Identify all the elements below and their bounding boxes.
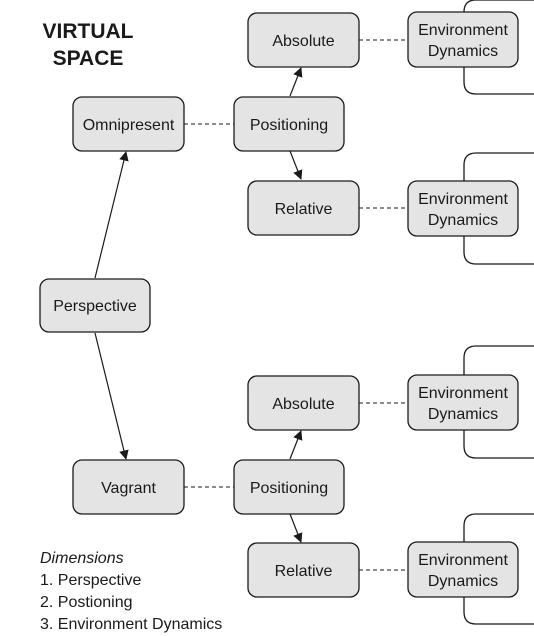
env-dynamics-3-line1: Environment [418, 385, 508, 402]
node-positioning-top-label: Positioning [250, 117, 328, 134]
env-dynamics-3-line2: Dynamics [428, 406, 498, 423]
node-relative-bottom-label: Relative [275, 563, 333, 580]
title-line-1: VIRTUAL [42, 20, 134, 43]
node-absolute-top-label: Absolute [272, 33, 334, 50]
env-dynamics-4-line1: Environment [418, 552, 508, 569]
legend-item-2: 2. Postioning [40, 594, 133, 611]
legend-heading: Dimensions [40, 550, 124, 567]
legend-item-1: 1. Perspective [40, 572, 142, 589]
node-vagrant: Vagrant [72, 459, 185, 515]
legend-item-3: 3. Environment Dynamics [40, 616, 223, 633]
edge-perspective-omnipresent [94, 151, 129, 279]
node-relative-top-label: Relative [275, 201, 333, 218]
node-omnipresent-label: Omnipresent [83, 117, 175, 134]
node-env-dynamics-4: Environment Dynamics [407, 541, 519, 598]
edge-positioning-relative-top [289, 150, 303, 180]
env-dynamics-1-line1: Environment [418, 22, 508, 39]
node-env-dynamics-2: Environment Dynamics [407, 180, 519, 237]
node-vagrant-label: Vagrant [101, 480, 156, 497]
edge-positioning-absolute-bottom [289, 430, 303, 460]
node-omnipresent: Omnipresent [72, 96, 185, 152]
node-absolute-top: Absolute [247, 12, 360, 68]
node-positioning-top: Positioning [233, 96, 345, 152]
title-line-2: SPACE [52, 47, 124, 70]
diagram-title: VIRTUAL SPACE [38, 18, 138, 72]
dimensions-legend: Dimensions 1. Perspective 2. Postioning … [40, 548, 222, 636]
node-relative-top: Relative [247, 180, 360, 236]
node-positioning-bottom: Positioning [233, 459, 345, 515]
node-perspective: Perspective [39, 278, 151, 333]
node-relative-bottom: Relative [247, 542, 360, 598]
env-dynamics-1-line2: Dynamics [428, 43, 498, 60]
node-positioning-bottom-label: Positioning [250, 480, 328, 497]
node-env-dynamics-1: Environment Dynamics [407, 11, 519, 68]
node-env-dynamics-3: Environment Dynamics [407, 374, 519, 431]
env-dynamics-4-line2: Dynamics [428, 573, 498, 590]
edge-positioning-absolute-top [289, 67, 303, 97]
env-dynamics-2-line1: Environment [418, 191, 508, 208]
env-dynamics-2-line2: Dynamics [428, 212, 498, 229]
node-absolute-bottom: Absolute [247, 375, 360, 431]
edge-perspective-vagrant [94, 332, 129, 460]
edge-positioning-relative-bottom [289, 513, 303, 543]
node-absolute-bottom-label: Absolute [272, 396, 334, 413]
node-perspective-label: Perspective [53, 298, 137, 315]
